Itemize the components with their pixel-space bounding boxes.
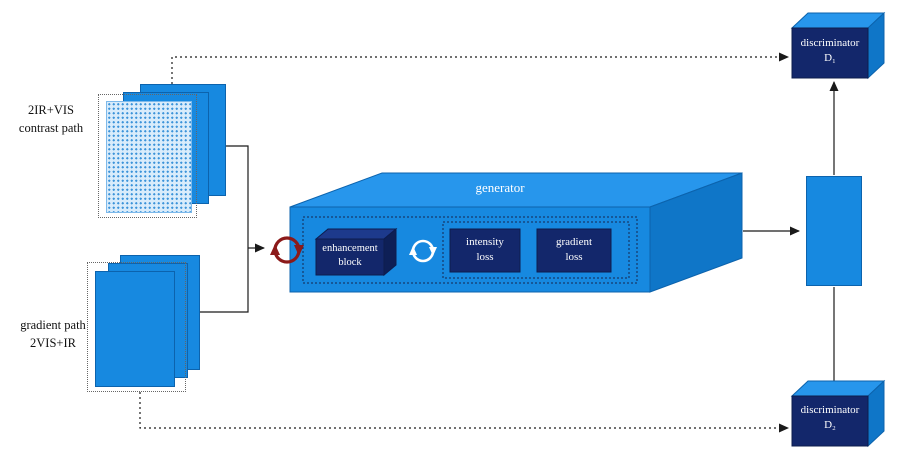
connector-gradient-stack-to-generator [200,248,249,313]
dotted-arrow-gradient-to-d2 [139,392,789,433]
enhancement-block-label: enhancement block [312,242,388,269]
discriminator-d2-label-line2: D₂ [824,419,836,432]
dotted-arrow-contrast-to-d1 [171,52,789,84]
intensity-loss-label-line2: loss [476,250,494,263]
gradient-image-tile-front [95,271,175,387]
discriminator-d1-label: discriminator D₁ [792,36,868,67]
contrast-path-label-line1: 2IR+VIS [28,103,74,117]
discriminator-d1-label-line2: D₁ [824,52,836,65]
gradient-path-label: gradient path 2VIS+IR [4,317,102,352]
enhancement-block-front-face [315,238,385,276]
enhancement-block-label-line2: block [338,256,362,268]
connector-contrast-stack-to-generator [226,145,249,248]
intensity-loss-label: intensity loss [450,235,520,265]
gradient-loss-label-line2: loss [565,250,583,263]
gradient-loss-label: gradient loss [537,235,611,265]
intensity-loss-box [449,228,521,273]
discriminator-d1-label-line1: discriminator [800,37,860,49]
contrast-image-tile-front [106,101,192,213]
enhancement-block-top-face [314,228,398,240]
contrast-stack-dotted-outline [98,94,197,218]
generator-label: generator [475,180,525,195]
intensity-loss-label-line1: intensity [466,236,504,248]
discriminator-d1-front-face [791,27,869,79]
gradient-stack-dotted-outline [87,262,186,392]
loss-group-dashed-box [442,221,630,279]
fused-image-block [806,176,862,286]
contrast-path-label: 2IR+VIS contrast path [2,102,100,137]
enhancement-block-label-line1: enhancement [322,243,378,254]
gradient-loss-label-line1: gradient [555,236,593,248]
red-cycle-arrows-icon [270,236,304,264]
white-cycle-arrows-icon [409,239,437,263]
discriminator-d2-label-line1: discriminator [800,404,860,416]
gradient-loss-box [536,228,612,273]
contrast-path-label-line2: contrast path [18,120,84,135]
gradient-path-label-line1: gradient path [20,318,86,332]
gradient-path-label-line2: 2VIS+IR [30,335,76,350]
discriminator-d2-front-face [791,395,869,447]
discriminator-d2-label: discriminator D₂ [792,403,868,434]
